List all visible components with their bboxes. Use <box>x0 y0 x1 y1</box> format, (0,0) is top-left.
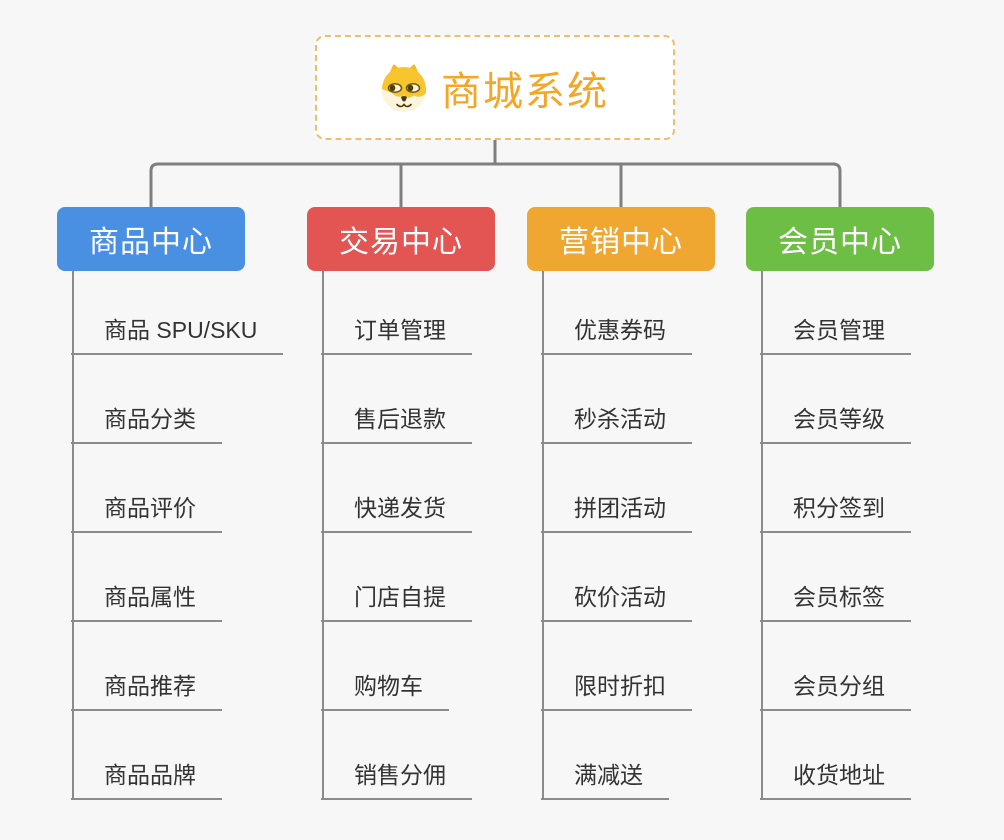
leaf-item[interactable]: 商品分类 <box>71 400 222 444</box>
branch-header-trade-center[interactable]: 交易中心 <box>307 207 495 271</box>
leaf-item[interactable]: 门店自提 <box>321 578 472 622</box>
leaf-item[interactable]: 拼团活动 <box>541 489 692 533</box>
leaf-item[interactable]: 秒杀活动 <box>541 400 692 444</box>
bus-line <box>149 162 842 207</box>
leaf-item[interactable]: 优惠券码 <box>541 311 692 355</box>
root-node[interactable]: 商城系统 <box>315 35 675 140</box>
leaf-item[interactable]: 限时折扣 <box>541 667 692 711</box>
leaf-item[interactable]: 会员标签 <box>760 578 911 622</box>
branch-spine <box>72 271 74 800</box>
leaf-item[interactable]: 积分签到 <box>760 489 911 533</box>
leaf-item[interactable]: 订单管理 <box>321 311 472 355</box>
leaf-item[interactable]: 收货地址 <box>760 756 911 800</box>
leaf-item[interactable]: 快递发货 <box>321 489 472 533</box>
branch-spine <box>761 271 763 800</box>
branch-header-product-center[interactable]: 商品中心 <box>57 207 245 271</box>
branch-header-member-center[interactable]: 会员中心 <box>746 207 934 271</box>
leaf-item[interactable]: 砍价活动 <box>541 578 692 622</box>
root-title: 商城系统 <box>441 69 609 114</box>
branch-spine <box>542 271 544 800</box>
leaf-item[interactable]: 商品属性 <box>71 578 222 622</box>
leaf-item[interactable]: 会员等级 <box>760 400 911 444</box>
leaf-item[interactable]: 商品推荐 <box>71 667 222 711</box>
leaf-item[interactable]: 销售分佣 <box>321 756 472 800</box>
leaf-item[interactable]: 购物车 <box>321 667 449 711</box>
branch-spine <box>322 271 324 800</box>
leaf-item[interactable]: 会员分组 <box>760 667 911 711</box>
branch-header-marketing-center[interactable]: 营销中心 <box>527 207 715 271</box>
shiba-dog-icon <box>381 63 427 113</box>
leaf-item[interactable]: 商品评价 <box>71 489 222 533</box>
leaf-item[interactable]: 售后退款 <box>321 400 472 444</box>
leaf-item[interactable]: 满减送 <box>541 756 669 800</box>
leaf-item[interactable]: 商品品牌 <box>71 756 222 800</box>
leaf-item[interactable]: 商品 SPU/SKU <box>71 311 284 355</box>
leaf-item[interactable]: 会员管理 <box>760 311 911 355</box>
